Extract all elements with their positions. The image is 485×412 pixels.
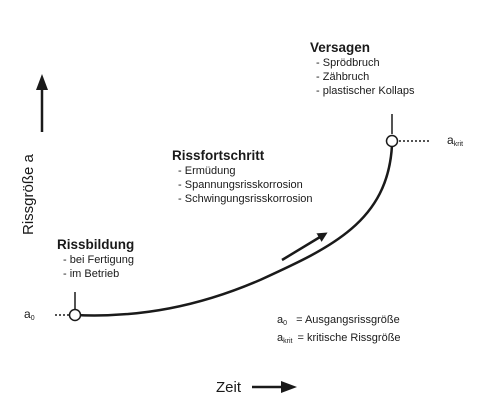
a0-label: a0	[24, 307, 35, 326]
stage-rissfortschritt: Rissfortschritt Ermüdung Spannungsrissko…	[172, 148, 313, 206]
a0-marker	[68, 308, 82, 322]
stage-title: Versagen	[310, 40, 371, 55]
list-item: plastischer Kollaps	[316, 84, 415, 98]
list-item: im Betrieb	[63, 267, 134, 281]
stage-cause-list: Sprödbruch Zähbruch plastischer Kollaps	[316, 56, 415, 98]
y-axis-label: Rissgröße a	[20, 153, 37, 235]
growth-direction-arrow	[281, 232, 328, 262]
list-item: Spannungsrisskorrosion	[178, 178, 313, 192]
a0-symbol: a	[24, 307, 31, 321]
legend-row-a0: a0 = Ausgangsrissgröße	[277, 313, 401, 331]
list-item: Schwingungsrisskorrosion	[178, 192, 313, 206]
akrit-subscript: krit	[453, 141, 464, 148]
akrit-marker	[385, 134, 399, 148]
legend-text: = Ausgangsrissgröße	[296, 314, 400, 326]
legend-row-akrit: akrit = kritische Rissgröße	[277, 331, 401, 349]
crack-growth-curve	[74, 144, 394, 317]
legend-subscript: 0	[283, 320, 288, 327]
stage-title: Rissfortschritt	[172, 148, 265, 163]
stage-cause-list: bei Fertigung im Betrieb	[63, 253, 134, 281]
y-axis-arrowhead	[36, 74, 48, 90]
legend-text: = kritische Rissgröße	[297, 332, 401, 344]
legend: a0 = Ausgangsrissgröße akrit = kritische…	[277, 313, 401, 349]
akrit-label: akrit	[447, 133, 463, 152]
list-item: Ermüdung	[178, 164, 313, 178]
legend-symbol: a	[277, 314, 284, 326]
stage-rissbildung: Rissbildung bei Fertigung im Betrieb	[57, 237, 134, 281]
list-item: Zähbruch	[316, 70, 414, 84]
a0-subscript: 0	[30, 315, 35, 322]
stage-title: Rissbildung	[57, 237, 135, 252]
list-item: Sprödbruch	[316, 56, 414, 70]
list-item: bei Fertigung	[63, 253, 134, 267]
legend-subscript: krit	[283, 338, 293, 345]
akrit-symbol: a	[447, 133, 454, 147]
stage-versagen: Versagen Sprödbruch Zähbruch plastischer…	[310, 40, 414, 98]
x-axis-arrowhead	[281, 381, 297, 393]
stage-cause-list: Ermüdung Spannungsrisskorrosion Schwingu…	[178, 164, 313, 206]
x-axis-label: Zeit	[216, 379, 242, 396]
legend-symbol: a	[277, 332, 284, 344]
